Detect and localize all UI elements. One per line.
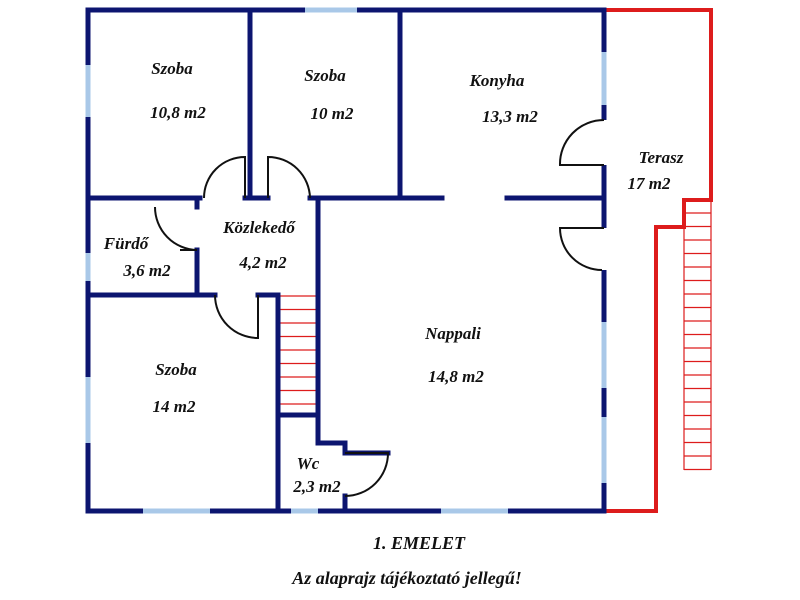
door-kozlekedo-szoba2	[267, 155, 311, 199]
door-konyha-terasz	[558, 119, 605, 166]
room-area-kozlekedo: 4,2 m2	[238, 253, 287, 272]
room-name-terasz: Terasz	[639, 148, 684, 167]
room-name-szoba-1: Szoba	[151, 59, 193, 78]
windows	[85, 7, 608, 514]
terrace-outline	[604, 8, 713, 513]
room-name-konyha: Konyha	[469, 71, 525, 90]
door-kozlekedo-szoba1	[203, 155, 246, 199]
room-name-nappali: Nappali	[424, 324, 481, 343]
disclaimer-note: Az alaprajz tájékoztató jellegű!	[291, 568, 522, 588]
door-szoba3	[214, 294, 259, 340]
room-area-nappali: 14,8 m2	[428, 367, 484, 386]
room-area-konyha: 13,3 m2	[482, 107, 538, 126]
room-name-kozlekedo: Közlekedő	[222, 218, 296, 237]
room-area-szoba-1: 10,8 m2	[150, 103, 206, 122]
room-area-szoba-3: 14 m2	[153, 397, 196, 416]
door-wc	[344, 452, 390, 497]
door-furdo	[154, 206, 198, 251]
room-name-szoba-2: Szoba	[304, 66, 346, 85]
interior-walls	[85, 7, 607, 514]
interior-stairs	[280, 295, 316, 405]
floor-caption: 1. EMELET	[373, 533, 466, 553]
room-name-szoba-3: Szoba	[155, 360, 197, 379]
room-name-furdo: Fürdő	[103, 234, 150, 253]
room-area-terasz: 17 m2	[628, 174, 671, 193]
room-name-wc: Wc	[297, 454, 320, 473]
room-area-wc: 2,3 m2	[292, 477, 341, 496]
door-nappali-terasz	[558, 227, 604, 271]
doors	[154, 119, 605, 497]
terrace-stairs	[683, 200, 712, 471]
room-area-furdo: 3,6 m2	[122, 261, 171, 280]
room-area-szoba-2: 10 m2	[311, 104, 354, 123]
